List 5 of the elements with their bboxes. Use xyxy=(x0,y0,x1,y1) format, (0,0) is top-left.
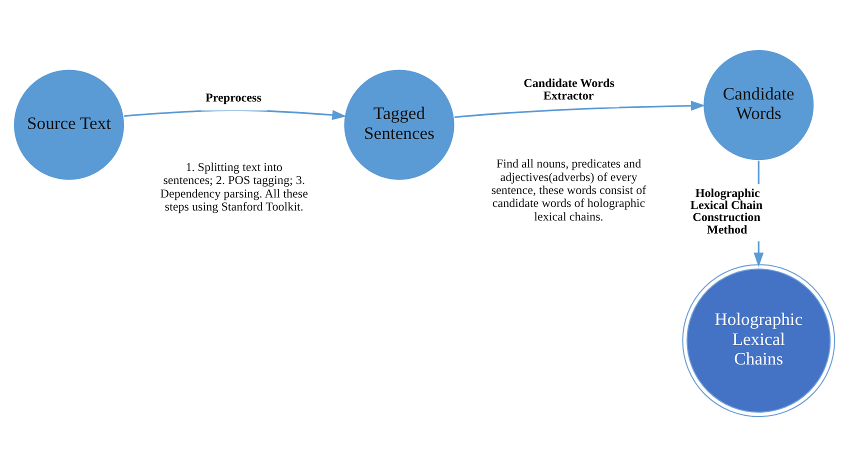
label: Find all nouns, predicates and adjectives(adverbs) of every sentence, these words consist of candidate words of holographic lexical chains. xyxy=(490,156,646,223)
edge-label: Candidate Words Extractor xyxy=(523,76,614,102)
edge-label: Holographic Lexical Chain Construction Method xyxy=(690,186,762,236)
label: 1. Splitting text into sentences; 2. POS tagging; 3. Dependency parsing. All these steps using Stanford Toolkit. xyxy=(160,159,308,213)
edge-label: Preprocess xyxy=(204,90,261,104)
